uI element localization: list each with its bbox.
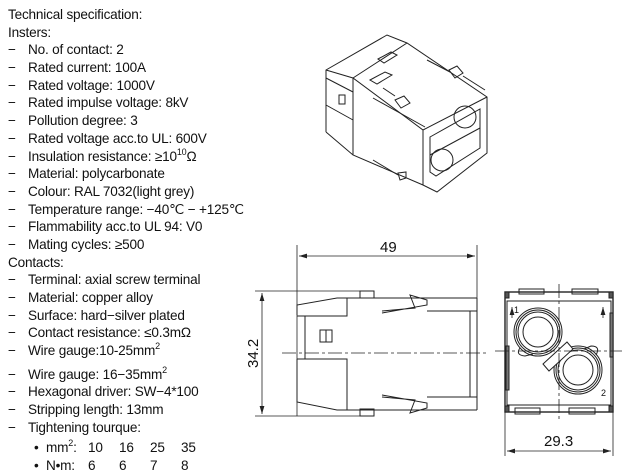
dash-icon: − <box>8 272 16 288</box>
spec-item-text: Terminal: axial screw terminal <box>28 272 201 288</box>
contact-hole <box>430 148 454 172</box>
superscript: 2 <box>155 341 160 352</box>
technical-specification: Technical specification: Insters: −No. o… <box>8 6 244 475</box>
spec-item-text: Tightening tourque: <box>28 419 141 435</box>
torque-nm-value: 8 <box>181 458 189 474</box>
spec-item: −Wire gauge: 16−35mm2 <box>8 364 244 384</box>
spec-item: −Rated impulse voltage: 8kV <box>8 94 244 112</box>
spec-item-text: Rated current: 100A <box>28 60 146 76</box>
torque-mm2-value: 35 <box>181 439 196 455</box>
spec-title: Technical specification: <box>8 7 143 22</box>
spec-item-text: Insulation resistance: ≥10 <box>28 148 177 164</box>
length-dimension: 49 <box>380 239 397 256</box>
spec-item-text: Contact resistance: ≤0.3mΩ <box>28 325 191 341</box>
spec-item: −No. of contact: 2 <box>8 41 244 59</box>
spec-item-text: Stripping length: 13mm <box>28 402 164 418</box>
spec-item-text: Wire gauge:10-25mm <box>28 343 156 359</box>
pin-2-label: 2 <box>601 388 606 398</box>
spec-item: −Rated voltage acc.to UL: 600V <box>8 130 244 148</box>
dash-icon: − <box>8 307 16 323</box>
spec-item-text: Material: polycarbonate <box>28 166 165 182</box>
dash-icon: − <box>8 384 16 400</box>
spec-item-text: Rated voltage: 1000V <box>28 77 155 93</box>
contacts-list: −Terminal: axial screw terminal−Material… <box>8 271 244 436</box>
torque-nm-value: 6 <box>119 458 127 474</box>
height-dimension: 34.2 <box>245 339 262 368</box>
torque-mm2-value: 16 <box>119 439 134 455</box>
spec-item: −Insulation resistance: ≥1010Ω <box>8 146 244 166</box>
spec-item-text: No. of contact: 2 <box>28 42 124 58</box>
front-view: 1 2 29.3 <box>495 284 622 456</box>
dash-icon: − <box>8 95 16 111</box>
spec-item-text: Mating cycles: ≥500 <box>28 236 145 252</box>
superscript: 10 <box>176 146 187 157</box>
spec-item: −Wire gauge:10-25mm2 <box>8 342 244 360</box>
spec-item: −Tightening tourque: <box>8 419 244 437</box>
contact-1 <box>513 307 563 357</box>
insters-list: −No. of contact: 2−Rated current: 100A−R… <box>8 41 244 253</box>
spec-item: −Colour: RAL 7032(light grey) <box>8 183 244 201</box>
dash-icon: − <box>8 183 16 199</box>
side-view: 49 34.2 <box>245 239 487 417</box>
insters-heading: Insters: <box>8 24 51 40</box>
torque-nm-row: • N•m: 6 6 7 8 <box>8 457 244 475</box>
isometric-view <box>325 34 488 193</box>
spec-item-text: Rated impulse voltage: 8kV <box>28 95 189 111</box>
spec-item: −Terminal: axial screw terminal <box>8 271 244 289</box>
spec-item: −Rated current: 100A <box>8 59 244 77</box>
dash-icon: − <box>8 343 16 359</box>
torque-nm-value: 6 <box>88 458 96 474</box>
spec-item: −Flammability acc.to UL 94: V0 <box>8 218 244 236</box>
spec-item: −Mating cycles: ≥500 <box>8 236 244 254</box>
spec-item: −Hexagonal driver: SW−4*100 <box>8 383 244 401</box>
dash-icon: − <box>8 201 16 217</box>
contact-hole <box>453 105 477 129</box>
dash-icon: − <box>8 166 16 182</box>
spec-item: −Surface: hard−silver plated <box>8 307 244 325</box>
torque-mm2-row: • mm2: 10 16 25 35 <box>8 437 244 457</box>
torque-nm-label: N•m: <box>46 458 75 474</box>
spec-item: −Rated voltage: 1000V <box>8 77 244 95</box>
dash-icon: − <box>8 148 16 164</box>
spec-item-text: Hexagonal driver: SW−4*100 <box>28 384 199 400</box>
spec-item-text: Flammability acc.to UL 94: V0 <box>28 219 203 235</box>
bullet-icon: • <box>34 439 39 455</box>
spec-item-text: Pollution degree: 3 <box>28 113 138 129</box>
dash-icon: − <box>8 419 16 435</box>
spec-item-text: Wire gauge: 16−35mm <box>28 366 163 382</box>
dash-icon: − <box>8 366 16 382</box>
superscript: 2 <box>162 364 167 375</box>
dash-icon: − <box>8 402 16 418</box>
spec-item: −Stripping length: 13mm <box>8 401 244 419</box>
spec-item-text: Surface: hard−silver plated <box>28 307 185 323</box>
contact-2 <box>553 345 603 395</box>
spec-item: −Temperature range: −40℃ − +125℃ <box>8 201 244 219</box>
dash-icon: − <box>8 325 16 341</box>
spec-item: −Contact resistance: ≤0.3mΩ <box>8 324 244 342</box>
dash-icon: − <box>8 42 16 58</box>
spec-item-text: Colour: RAL 7032(light grey) <box>28 183 195 199</box>
spec-item-text: Material: copper alloy <box>28 290 153 305</box>
dash-icon: − <box>8 236 16 252</box>
torque-mm2-label: mm2: <box>46 437 77 455</box>
spec-item: −Pollution degree: 3 <box>8 112 244 130</box>
pin-1-label: 1 <box>514 305 519 315</box>
spec-item-text: Rated voltage acc.to UL: 600V <box>28 130 207 146</box>
torque-mm2-value: 10 <box>88 439 103 455</box>
spec-item: −Material: copper alloy <box>8 289 244 307</box>
dash-icon: − <box>8 60 16 76</box>
dash-icon: − <box>8 113 16 129</box>
torque-mm2-value: 25 <box>150 439 165 455</box>
torque-nm-value: 7 <box>150 458 158 474</box>
spec-item-text: Temperature range: −40℃ − +125℃ <box>28 201 244 217</box>
bullet-icon: • <box>34 458 39 474</box>
spec-item: −Material: polycarbonate <box>8 165 244 183</box>
dash-icon: − <box>8 130 16 146</box>
dash-icon: − <box>8 77 16 93</box>
dash-icon: − <box>8 290 16 305</box>
unit: Ω <box>186 148 197 164</box>
dash-icon: − <box>8 219 16 235</box>
contacts-heading: Contacts: <box>8 254 64 270</box>
width-dimension: 29.3 <box>544 433 573 450</box>
